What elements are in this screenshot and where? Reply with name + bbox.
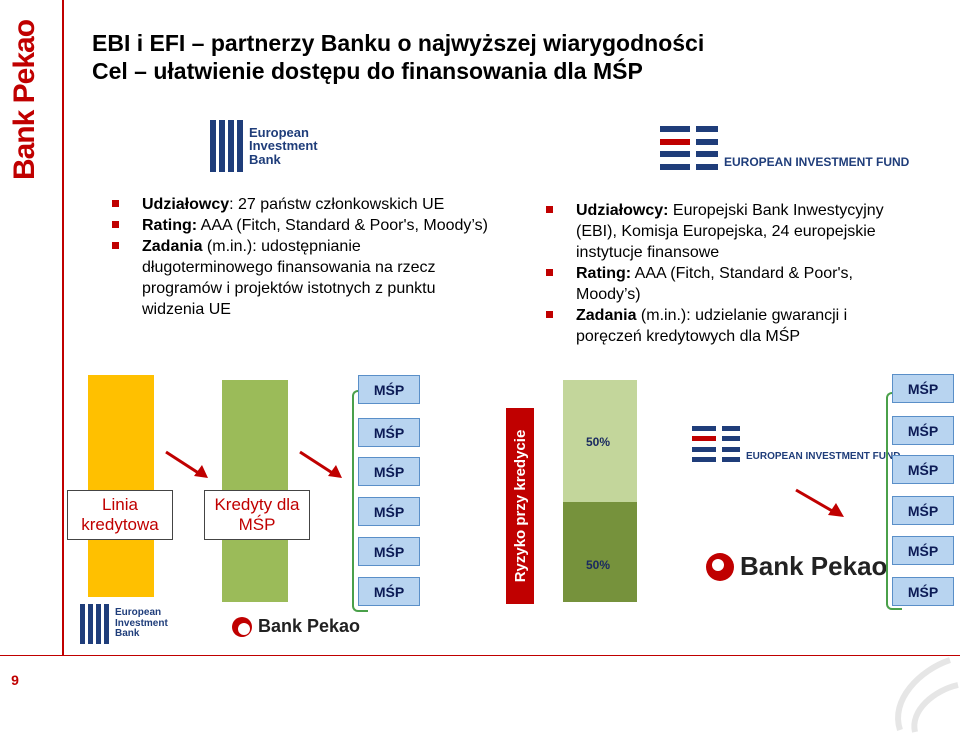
vertical-divider	[62, 0, 64, 655]
eif-logo: EUROPEAN INVESTMENT FUND	[660, 126, 909, 170]
eif-bars-icon	[696, 126, 718, 170]
bullet-icon	[546, 269, 553, 276]
pekao-logo-text: Bank Pekao	[258, 616, 361, 636]
info-label: Zadania	[142, 238, 203, 255]
risk-share-eif	[563, 380, 637, 502]
eib-logo-line: Bank	[115, 628, 140, 640]
list-item: Zadania (m.in.): udostępnianie długoterm…	[112, 236, 492, 320]
bank-pekao-logo: Bank Pekao	[8, 19, 41, 181]
info-label: Udziałowcy	[142, 196, 230, 213]
info-text: AAA (Fitch, Standard & Poor's, Moody’s)	[576, 265, 853, 303]
list-item: Rating: AAA (Fitch, Standard & Poor's, M…	[112, 215, 492, 236]
sme-loans-label: Kredyty dla MŚP	[204, 490, 310, 540]
credit-line-label: Linia kredytowa	[67, 490, 173, 540]
share-top-value: 50%	[586, 435, 611, 449]
eif-bars-icon	[722, 426, 740, 462]
sme-box: MŚP	[892, 455, 954, 484]
pekao-logo-text: Bank Pekao	[740, 551, 888, 581]
info-label: Rating:	[142, 217, 198, 234]
pekao-mark-icon	[706, 552, 734, 581]
pekao-logo-large: Bank Pekao	[706, 551, 887, 582]
share-bottom-value: 50%	[586, 558, 611, 572]
arrow-right-icon	[795, 488, 844, 517]
risk-label-box: Ryzyko przy kredycie	[506, 408, 534, 604]
eib-logo-small: European Investment Bank	[80, 604, 168, 644]
eif-info-list: Udziałowcy: Europejski Bank Inwestycyjny…	[546, 200, 916, 347]
sme-box: MŚP	[358, 497, 420, 526]
bullet-icon	[112, 221, 119, 228]
eib-logo-line: Bank	[249, 151, 281, 167]
sme-box: MŚP	[358, 577, 420, 606]
sme-box: MŚP	[892, 496, 954, 525]
eif-logo-text: EUROPEAN INVESTMENT FUND	[746, 450, 901, 462]
eib-stripes-icon	[80, 604, 109, 644]
eif-bars-icon	[692, 426, 716, 462]
info-text: (m.in.): udostępnianie długoterminowego …	[142, 238, 436, 318]
bullet-icon	[112, 200, 119, 207]
list-item: Rating: AAA (Fitch, Standard & Poor's, M…	[546, 263, 916, 305]
info-text: AAA (Fitch, Standard & Poor's, Moody’s)	[197, 217, 488, 234]
page-title: EBI i EFI – partnerzy Banku o najwyższej…	[92, 30, 705, 56]
eib-logo: European Investment Bank	[210, 120, 318, 172]
sme-box: MŚP	[892, 374, 954, 403]
arrow-right-icon	[165, 450, 208, 478]
decorative-swirl-icon	[895, 657, 959, 733]
eib-logo-line: European	[249, 124, 309, 140]
info-text: : 27 państw członkowskich UE	[229, 196, 445, 213]
risk-share-bank	[563, 502, 637, 602]
sme-box: MŚP	[892, 536, 954, 565]
sme-box: MŚP	[892, 416, 954, 445]
page-number: 9	[11, 672, 19, 688]
sme-box: MŚP	[358, 537, 420, 566]
eif-bars-icon	[660, 126, 690, 170]
footer-divider	[0, 655, 960, 656]
bullet-icon	[112, 242, 119, 249]
eib-logo-line: Investment	[249, 138, 318, 154]
sme-box: MŚP	[358, 375, 420, 404]
list-item: Udziałowcy: 27 państw członkowskich UE	[112, 194, 492, 215]
eib-info-list: Udziałowcy: 27 państw członkowskich UE R…	[112, 194, 492, 320]
info-text: (m.in.): udzielanie gwarancji i poręczeń…	[576, 307, 848, 345]
list-item: Udziałowcy: Europejski Bank Inwestycyjny…	[546, 200, 916, 263]
pekao-logo: Bank Pekao	[232, 616, 360, 637]
sme-box: MŚP	[892, 577, 954, 606]
info-label: Udziałowcy:	[576, 202, 669, 219]
sme-box: MŚP	[358, 418, 420, 447]
risk-label: Ryzyko przy kredycie	[511, 429, 529, 583]
brand-sidebar: Bank Pekao	[0, 0, 62, 734]
info-text: Europejski Bank Inwestycyjny (EBI), Komi…	[576, 202, 884, 261]
sme-box: MŚP	[358, 457, 420, 486]
bullet-icon	[546, 311, 553, 318]
page-subtitle: Cel – ułatwienie dostępu do finansowania…	[92, 58, 643, 84]
arrow-right-icon	[299, 450, 342, 478]
list-item: Zadania (m.in.): udzielanie gwarancji i …	[546, 305, 916, 347]
eif-logo-small: EUROPEAN INVESTMENT FUND	[692, 426, 900, 462]
pekao-mark-icon	[232, 616, 252, 637]
eib-stripes-icon	[210, 120, 243, 172]
info-label: Rating:	[576, 265, 632, 282]
info-label: Zadania	[576, 307, 637, 324]
eif-logo-text: EUROPEAN INVESTMENT FUND	[724, 155, 910, 169]
eib-logo-line: European	[115, 607, 162, 619]
bullet-icon	[546, 206, 553, 213]
credit-line-column	[88, 375, 154, 597]
eib-logo-line: Investment	[115, 617, 168, 629]
